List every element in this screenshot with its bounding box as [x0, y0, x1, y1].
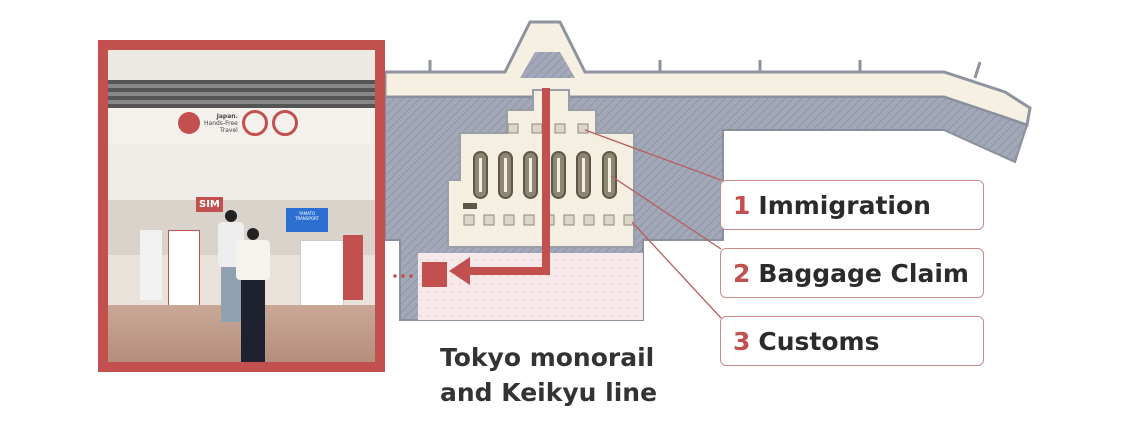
baggage-carousels [473, 151, 617, 199]
destination-caption: Tokyo monorail and Keikyu line [440, 343, 658, 407]
person-2 [236, 228, 270, 362]
sim-sign: SIM [196, 197, 223, 212]
label-customs: 3 Customs [720, 316, 984, 366]
label-baggage-claim: 2 Baggage Claim [720, 248, 984, 298]
route-arrow [449, 88, 550, 285]
yamato-screen: YAMATO TRANSPORT [286, 208, 328, 232]
label-immigration: 1 Immigration [720, 180, 984, 230]
station-marker [422, 262, 447, 287]
dotted-path [393, 274, 413, 278]
hands-free-travel-sign: Japan. Hands-Free Travel [178, 110, 298, 136]
counter-photo: Japan. Hands-Free Travel SIM YAMATO TRAN… [98, 40, 385, 372]
arrival-lobby [418, 253, 643, 320]
pier-walkway [383, 20, 1032, 127]
leader-lines [584, 129, 722, 319]
